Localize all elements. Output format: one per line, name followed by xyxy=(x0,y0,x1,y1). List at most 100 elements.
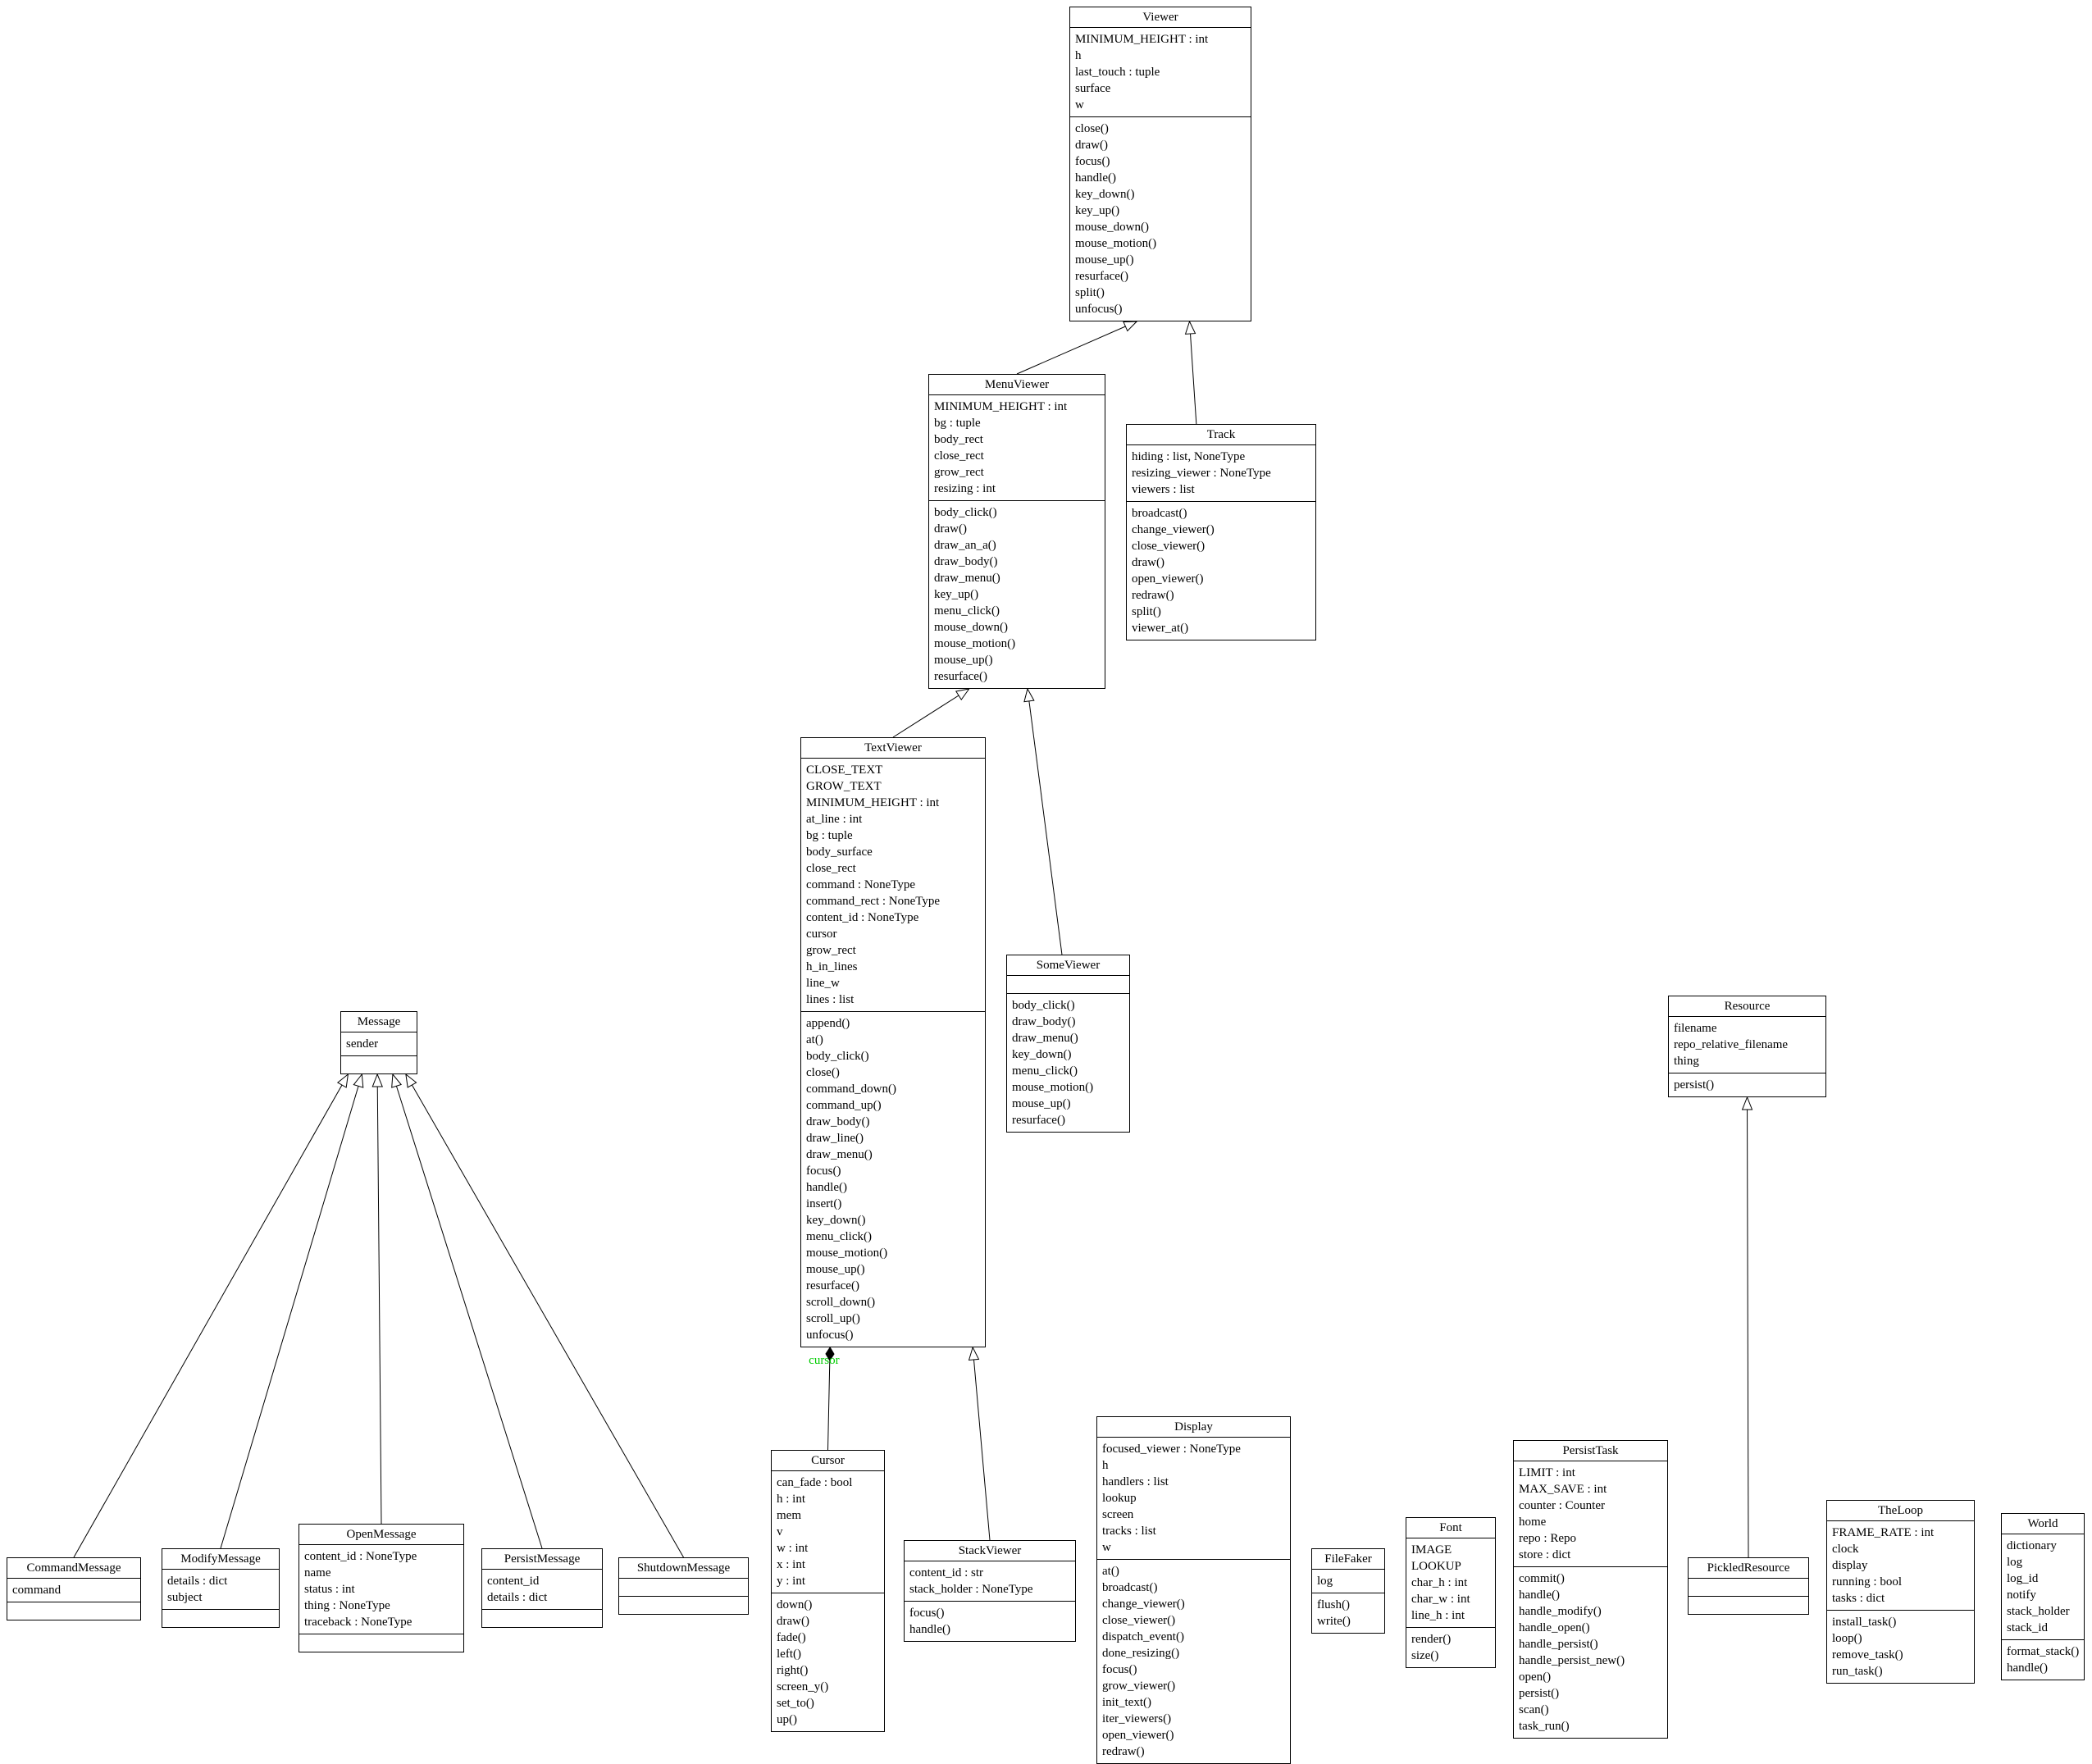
edge-stackviewer-textviewer-generalization xyxy=(968,1346,991,1541)
class-name: CommandMessage xyxy=(26,1561,121,1575)
method: split() xyxy=(1132,605,1161,618)
method: draw_body() xyxy=(1012,1015,1076,1028)
edge-pickledresource-resource-generalization xyxy=(1741,1096,1753,1558)
method: handle_open() xyxy=(1519,1621,1590,1634)
methods-compartment: at()broadcast()change_viewer()close_view… xyxy=(1097,1559,1290,1763)
methods-compartment: broadcast()change_viewer()close_viewer()… xyxy=(1127,501,1315,640)
method: mouse_up() xyxy=(934,654,993,667)
attribute: can_fade : bool xyxy=(777,1476,853,1489)
attribute: command : NoneType xyxy=(806,878,916,891)
method: resurface() xyxy=(934,670,987,683)
attribute: x : int xyxy=(777,1558,806,1571)
method: redraw() xyxy=(1102,1745,1145,1758)
attribute: focused_viewer : NoneType xyxy=(1102,1443,1241,1456)
attribute: handlers : list xyxy=(1102,1475,1169,1488)
method: render() xyxy=(1411,1633,1452,1646)
method: iter_viewers() xyxy=(1102,1712,1172,1725)
class-name: Cursor xyxy=(811,1454,845,1467)
attribute: traceback : NoneType xyxy=(304,1616,412,1629)
method: handle() xyxy=(1519,1589,1560,1602)
attribute: grow_rect xyxy=(806,944,856,957)
attribute: name xyxy=(304,1566,331,1579)
methods-compartment: format_stack()handle() xyxy=(2002,1639,2084,1680)
attribute: IMAGE xyxy=(1411,1543,1452,1557)
method: draw() xyxy=(777,1615,809,1628)
method: mouse_up() xyxy=(806,1263,865,1276)
attribute: GROW_TEXT xyxy=(806,780,882,793)
attribute: filename xyxy=(1674,1022,1717,1035)
attribute: counter : Counter xyxy=(1519,1499,1605,1512)
attribute: resizing : int xyxy=(934,482,996,495)
method: command_down() xyxy=(806,1083,896,1096)
method: key_up() xyxy=(934,588,979,601)
attribute: char_w : int xyxy=(1411,1593,1470,1606)
method: close() xyxy=(806,1066,840,1079)
method: focus() xyxy=(806,1165,841,1178)
method: focus() xyxy=(1102,1663,1137,1676)
attribute: lines : list xyxy=(806,993,855,1006)
method: command_up() xyxy=(806,1099,882,1112)
attributes-compartment: log xyxy=(1312,1569,1384,1593)
methods-compartment: flush()write() xyxy=(1312,1593,1384,1633)
method: draw_menu() xyxy=(806,1148,873,1161)
method: draw_body() xyxy=(934,555,998,568)
attribute: sender xyxy=(346,1037,379,1051)
method: at() xyxy=(1102,1565,1119,1578)
edge-someviewer-menuviewer-generalization xyxy=(1023,687,1063,955)
method: body_click() xyxy=(1012,999,1075,1012)
attribute: repo_relative_filename xyxy=(1674,1038,1789,1051)
attribute: log_id xyxy=(2007,1572,2039,1585)
edge-shutdownmessage-message-generalization xyxy=(405,1073,684,1558)
edge-commandmessage-message-generalization xyxy=(73,1073,349,1558)
method: mouse_up() xyxy=(1012,1097,1071,1110)
method: right() xyxy=(777,1664,809,1677)
method: mouse_motion() xyxy=(1012,1081,1094,1094)
method: draw_body() xyxy=(806,1115,870,1128)
method: dispatch_event() xyxy=(1102,1630,1184,1643)
method: resurface() xyxy=(806,1279,859,1292)
method: focus() xyxy=(1075,155,1110,168)
method: close_viewer() xyxy=(1132,540,1206,553)
attribute: thing xyxy=(1674,1055,1699,1068)
attribute: resizing_viewer : NoneType xyxy=(1132,467,1271,480)
attribute: surface xyxy=(1075,82,1111,95)
attribute: details : dict xyxy=(487,1591,548,1604)
attribute: LOOKUP xyxy=(1411,1560,1461,1573)
method: loop() xyxy=(1832,1632,1862,1645)
method: draw_menu() xyxy=(1012,1032,1078,1045)
attribute: repo : Repo xyxy=(1519,1532,1576,1545)
method: draw_menu() xyxy=(934,572,1000,585)
attribute: CLOSE_TEXT xyxy=(806,763,883,777)
methods-compartment: body_click()draw_body()draw_menu()key_do… xyxy=(1007,993,1129,1132)
method: grow_viewer() xyxy=(1102,1680,1176,1693)
methods-compartment: render()size() xyxy=(1406,1627,1495,1667)
class-name: TextViewer xyxy=(864,741,922,754)
method: mouse_down() xyxy=(934,621,1008,634)
method: done_resizing() xyxy=(1102,1647,1180,1660)
class-name: ModifyMessage xyxy=(180,1552,261,1566)
attribute: content_id : NoneType xyxy=(304,1550,417,1563)
attribute: mem xyxy=(777,1509,801,1522)
attributes-compartment: hiding : list, NoneType resizing_viewer :… xyxy=(1127,444,1315,501)
attributes-compartment: sender xyxy=(341,1032,417,1055)
attribute: hiding : list, NoneType xyxy=(1132,450,1246,463)
attribute: line_h : int xyxy=(1411,1609,1465,1622)
method: append() xyxy=(806,1017,850,1030)
attribute: running : bool xyxy=(1832,1575,1902,1589)
method: unfocus() xyxy=(1075,303,1123,316)
attribute: h : int xyxy=(777,1493,806,1506)
attribute: stack_holder : NoneType xyxy=(909,1583,1033,1596)
